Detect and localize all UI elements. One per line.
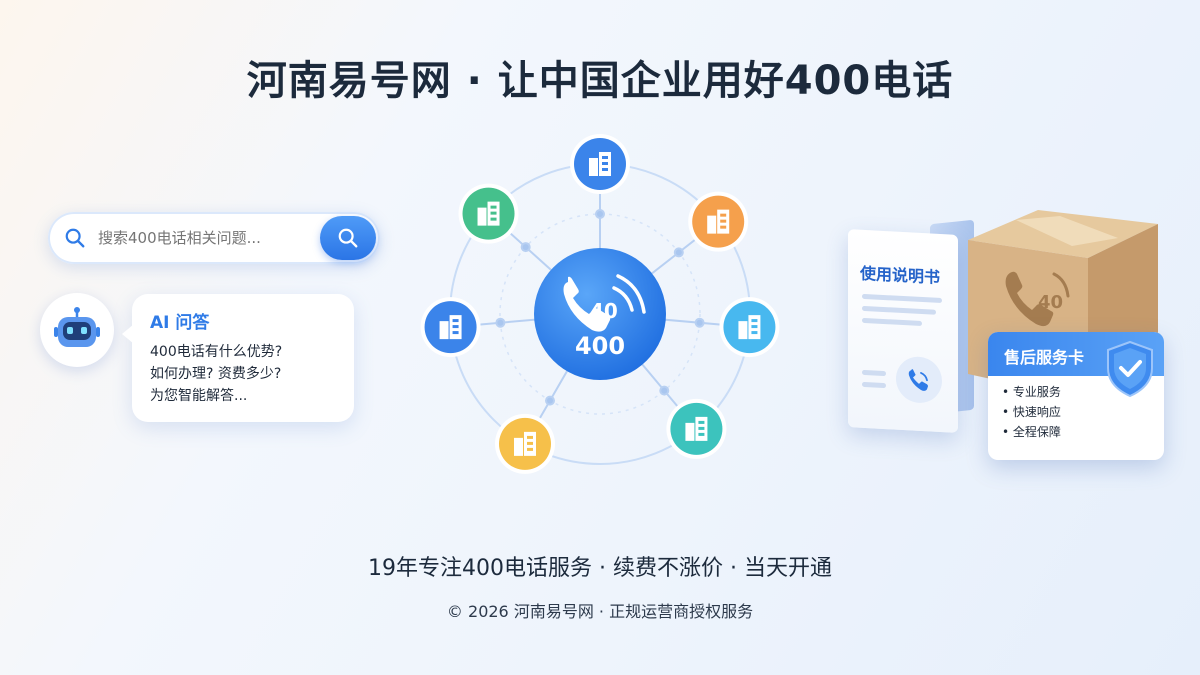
manual-text-line: [862, 305, 936, 315]
building-window: [720, 213, 727, 217]
shield-check-icon: [1107, 340, 1153, 398]
robot-avatar: [40, 293, 114, 367]
search-icon: [65, 228, 85, 248]
manual-text-line: [862, 381, 886, 389]
phone-icon: [1005, 271, 1054, 327]
network-node-building-icon: [458, 183, 519, 244]
network-diagram: 40 400: [420, 134, 780, 474]
building-window: [602, 162, 608, 165]
user-manual: 使用说明书: [848, 229, 958, 433]
box-label: 40: [1038, 292, 1063, 313]
signal-wave: [612, 286, 634, 312]
phone-icon: [563, 276, 611, 332]
phone-icon: [908, 369, 928, 391]
building-window: [452, 331, 459, 335]
building-window: [452, 319, 459, 323]
building-window: [602, 156, 608, 159]
building-window: [452, 325, 459, 329]
search-bar[interactable]: [48, 212, 380, 264]
service-card-item: • 全程保障: [1002, 425, 1061, 439]
ai-answer-title: AI 问答: [150, 313, 210, 333]
network-dot: [495, 317, 506, 328]
search-icon: [338, 228, 358, 248]
ai-answer-line: 为您智能解答...: [150, 388, 248, 404]
network-dot: [673, 247, 684, 258]
manual-phone-badge: [896, 355, 942, 405]
building-window: [527, 441, 533, 445]
service-card-item: • 快速响应: [1002, 405, 1061, 419]
building-window: [751, 319, 758, 323]
inner-ring: [499, 213, 701, 415]
building-window: [527, 447, 533, 451]
service-card-item: • 专业服务: [1002, 385, 1061, 399]
building-window: [751, 331, 758, 335]
network-node-building-icon: [495, 413, 555, 474]
search-input[interactable]: [98, 229, 320, 247]
network-node-building-icon: [719, 297, 780, 358]
building-window: [490, 205, 497, 209]
signal-wave: [1052, 272, 1070, 298]
manual-text-line: [862, 293, 942, 304]
ai-answer-line: 400电话有什么优势?: [150, 344, 283, 360]
copyright: © 2026 河南易号网 · 正规运营商授权服务: [446, 602, 754, 621]
network-node-building-icon: [420, 297, 481, 358]
network-dot: [694, 317, 705, 328]
building-window: [751, 325, 758, 329]
network-node-building-icon: [570, 134, 630, 194]
building-window: [698, 432, 705, 436]
tagline: 19年专注400电话服务 · 续费不涨价 · 当天开通: [368, 556, 832, 581]
building-window: [720, 219, 727, 223]
network-node-building-icon: [688, 191, 749, 252]
network-dot: [520, 242, 531, 253]
signal-wave: [616, 274, 646, 314]
ai-answer-bubble: AI 问答 400电话有什么优势? 如何办理? 资费多少? 为您智能解答...: [122, 294, 354, 422]
manual-title: 使用说明书: [860, 263, 941, 287]
box-tape: [1016, 216, 1118, 246]
building-window: [490, 211, 497, 215]
building-window: [698, 420, 705, 424]
search-button[interactable]: [320, 216, 376, 260]
ai-answer-line: 如何办理? 资费多少?: [150, 366, 282, 382]
hub-label: 400: [575, 332, 625, 360]
manual-text-line: [862, 369, 886, 377]
hub-label: 40: [590, 299, 618, 323]
manual-text-line: [862, 317, 922, 326]
network-node-building-icon: [666, 398, 727, 459]
network-dot: [545, 395, 555, 406]
network-dot: [659, 385, 670, 396]
building-window: [527, 435, 533, 439]
robot-icon: [54, 307, 100, 347]
network-dot: [595, 209, 605, 219]
page-title: 河南易号网 · 让中国企业用好400电话: [246, 58, 954, 104]
building-window: [698, 426, 705, 430]
building-window: [602, 168, 608, 171]
building-window: [720, 225, 727, 229]
building-window: [490, 217, 497, 221]
